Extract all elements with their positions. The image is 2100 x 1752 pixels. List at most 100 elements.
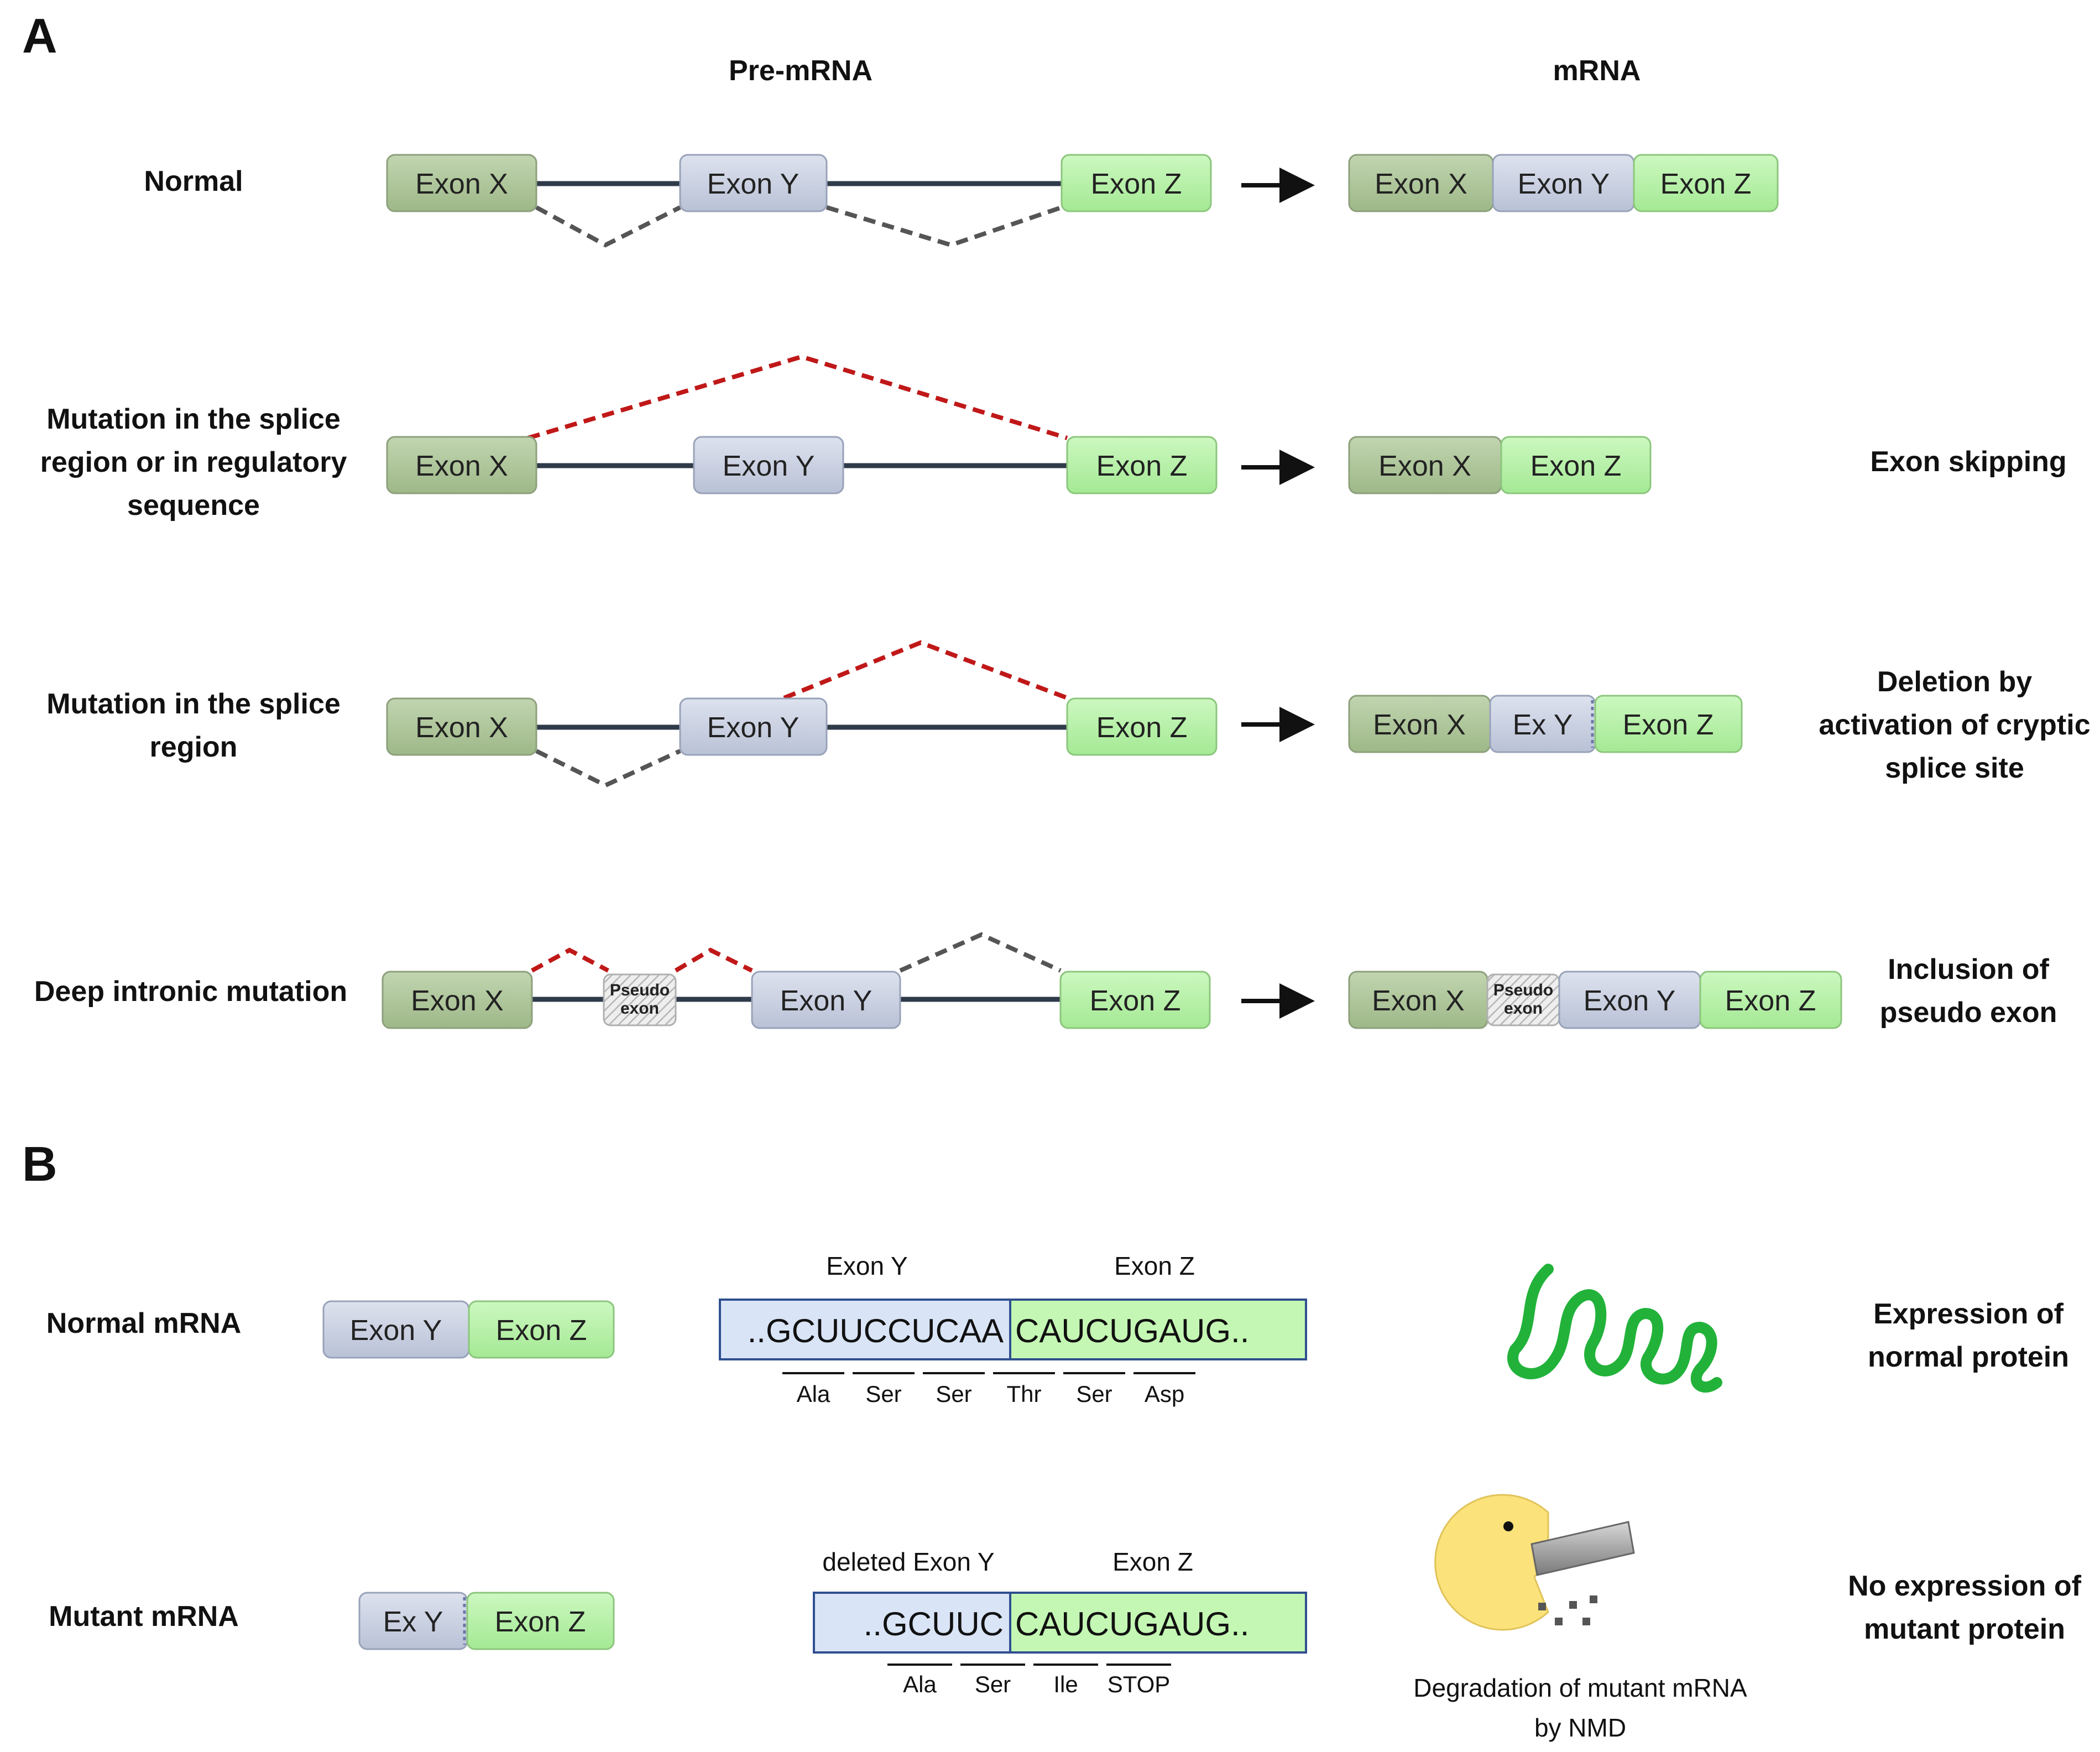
mrna-exon-y-label: Exon Y (1584, 985, 1676, 1017)
exon-y-label: Exon Y (707, 712, 800, 744)
mrna-exon-x-label: Exon X (1375, 168, 1467, 200)
mrna-exon-x-label: Exon X (1378, 450, 1471, 482)
nmd-pacman-eye (1503, 1521, 1513, 1531)
nmd-degradation-icon (1434, 1494, 1635, 1631)
mrna-exon-z-box (1699, 971, 1842, 1029)
normal-mrna-label: Normal mRNA (46, 1307, 242, 1339)
sequence-exon-y-box (719, 1299, 1011, 1360)
aberrant-splice-junction (531, 947, 609, 973)
row-normal: Normal Exon X Exon Y Exon Z Exon X Exon … (144, 154, 1779, 248)
exon-x-box (382, 971, 533, 1029)
exon-z-label: Exon Z (1096, 450, 1188, 482)
mrna-exon-x-label: Exon X (1372, 985, 1465, 1017)
exon-y-label: Exon Y (780, 985, 873, 1017)
row-label: Deep intronic mutation (34, 976, 347, 1008)
aberrant-splice-junction (674, 947, 753, 973)
fragment-dot (1569, 1601, 1577, 1609)
normal-splice-junction (535, 205, 681, 248)
fragment-dot (1582, 1618, 1590, 1625)
outcome-line-1: Expression of (1873, 1298, 2064, 1330)
outcome-line-3: splice site (1885, 752, 2024, 784)
sequence-exon-z-heading: Exon Z (1112, 1547, 1193, 1576)
mrna-exon-z-label: Exon Z (1623, 709, 1714, 741)
exon-y-label: Exon Y (723, 450, 815, 482)
panel-a-letter: A (22, 8, 58, 63)
aberrant-splice-junction (527, 354, 1068, 440)
pseudo-exon-label-line-2: exon (620, 999, 659, 1018)
exon-x-label: Exon X (415, 450, 508, 482)
mrna-exon-z-label: Exon Z (1660, 168, 1752, 200)
fragment-dot (1590, 1595, 1597, 1603)
mrna-exon-z-box (1633, 154, 1779, 212)
outcome-line-2: pseudo exon (1880, 997, 2057, 1029)
sequence-exon-y-box (813, 1592, 1011, 1654)
nmd-caption-line-2: by NMD (1534, 1713, 1626, 1742)
mrna-exon-x-label: Exon X (1373, 709, 1466, 741)
mrna-exon-z-box (1594, 695, 1743, 753)
exon-x-label: Exon X (415, 168, 508, 200)
row-cryptic-splice-site: Mutation in the splice region Exon X Exo… (46, 640, 2091, 788)
sequence-exon-z-text: CAUCUGAUG.. (1015, 1312, 1249, 1349)
exon-x-box (386, 697, 537, 756)
fragment-dot (1538, 1603, 1546, 1610)
aberrant-splice-junction (783, 640, 1068, 700)
exon-z-box (468, 1300, 615, 1359)
outcome-line-2: normal protein (1868, 1341, 2069, 1373)
exon-z-label: Exon Z (1096, 712, 1188, 744)
outcome-line-2: activation of cryptic (1819, 709, 2090, 741)
exon-z-box (1061, 154, 1212, 212)
sequence-exon-y-text: ..GCUUCCUCAA (748, 1312, 1004, 1349)
mrna-exon-z-box (1500, 436, 1652, 494)
exon-z-box (466, 1592, 615, 1650)
outcome-line-1: Inclusion of (1888, 953, 2049, 985)
exon-y-box (679, 697, 828, 756)
codon-label: Ser (975, 1671, 1011, 1697)
mrna-exon-y-label: Exon Y (1518, 168, 1610, 200)
nmd-pacman-body (1434, 1494, 1549, 1631)
ex-y-label: Ex Y (383, 1606, 443, 1638)
sequence-exon-y-text: ..GCUUC (864, 1605, 1004, 1642)
panel-b-letter: B (22, 1136, 58, 1191)
exon-z-box (1059, 971, 1211, 1029)
mrna-heading: mRNA (1553, 55, 1641, 87)
sequence-exon-z-box (1009, 1592, 1307, 1654)
normal-splice-junction (535, 749, 681, 788)
exon-y-box (679, 154, 828, 212)
mrna-pseudo-exon-label-line-2: exon (1504, 999, 1543, 1018)
exon-z-label: Exon Z (496, 1315, 587, 1347)
codon-label: Ser (865, 1381, 901, 1407)
exon-y-box (693, 436, 844, 494)
normal-splice-junction (899, 932, 1062, 973)
outcome-line-1: Deletion by (1877, 666, 2032, 698)
row-label-line-1: Mutation in the splice (46, 403, 341, 435)
exon-x-label: Exon X (415, 712, 508, 744)
exon-z-box (1066, 697, 1218, 756)
mrna-ex-y-label: Ex Y (1513, 709, 1573, 741)
codon-label: STOP (1108, 1671, 1171, 1697)
exon-y-box (751, 971, 901, 1029)
row-label-line-2: region (150, 731, 238, 763)
outcome-label: Exon skipping (1870, 446, 2066, 478)
codon-label: Ser (1076, 1381, 1112, 1407)
sequence-exon-z-text: CAUCUGAUG.. (1015, 1605, 1249, 1642)
normal-splice-junction (826, 205, 1063, 248)
nmd-caption-line-1: Degradation of mutant mRNA (1413, 1673, 1747, 1702)
exon-z-label: Exon Z (1090, 985, 1181, 1017)
pre-mrna-heading: Pre-mRNA (729, 55, 873, 87)
exon-y-label: Exon Y (707, 168, 800, 200)
exon-y-label: Exon Y (350, 1315, 442, 1347)
row-exon-skipping: Mutation in the splice region or in regu… (40, 354, 2067, 522)
codon-label: Asp (1145, 1381, 1184, 1407)
pseudo-exon-box (603, 973, 677, 1026)
sequence-exon-y-heading: Exon Y (826, 1252, 907, 1280)
codon-label: Ile (1053, 1671, 1078, 1697)
panel-b-normal: Normal mRNA Exon Y Exon Z Exon Y Exon Z … (46, 1252, 2069, 1407)
mrna-fragment (1530, 1521, 1635, 1576)
mutant-mrna-label: Mutant mRNA (49, 1600, 239, 1633)
codon-label: Thr (1007, 1381, 1042, 1407)
exon-z-label: Exon Z (495, 1606, 586, 1638)
